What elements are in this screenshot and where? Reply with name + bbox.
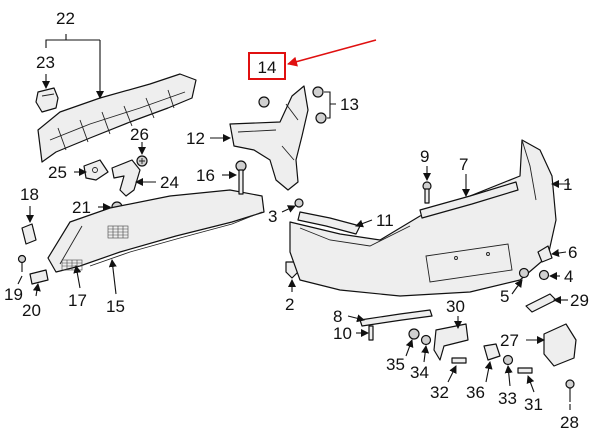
highlight-box bbox=[248, 52, 286, 80]
side-guide-bracket-part bbox=[229, 85, 309, 191]
callout-label-8[interactable]: 8 bbox=[333, 307, 342, 326]
clip-bracket-18-part bbox=[21, 223, 37, 245]
callout-label-15[interactable]: 15 bbox=[106, 297, 125, 316]
screw-3-part bbox=[294, 198, 304, 208]
highlighted-part-callout[interactable]: 14 bbox=[248, 39, 377, 80]
callout-label-5[interactable]: 5 bbox=[500, 287, 509, 306]
highlight-arrow bbox=[287, 39, 377, 67]
callout-label-24[interactable]: 24 bbox=[160, 173, 179, 192]
callout-label-21[interactable]: 21 bbox=[72, 198, 91, 217]
small-bracket-part bbox=[35, 87, 59, 113]
clip-6-part bbox=[537, 245, 553, 263]
bolt-31-part bbox=[517, 367, 533, 374]
callout-label-27[interactable]: 27 bbox=[500, 331, 519, 350]
callout-label-22[interactable]: 22 bbox=[56, 9, 75, 28]
callout-label-26[interactable]: 26 bbox=[130, 125, 149, 144]
callout-label-28[interactable]: 28 bbox=[560, 413, 579, 432]
callout-label-12[interactable]: 12 bbox=[186, 129, 205, 148]
callout-label-32[interactable]: 32 bbox=[430, 383, 449, 402]
push-pin-19-part bbox=[17, 254, 27, 272]
callout-label-11[interactable]: 11 bbox=[376, 211, 394, 230]
callout-label-36[interactable]: 36 bbox=[466, 383, 485, 402]
callout-label-14: 14 bbox=[258, 58, 277, 77]
nut-33-part bbox=[502, 354, 514, 366]
callout-label-9[interactable]: 9 bbox=[420, 147, 429, 166]
trim-strip-11-part bbox=[297, 211, 361, 235]
callout-label-7[interactable]: 7 bbox=[459, 155, 468, 174]
callout-label-30[interactable]: 30 bbox=[446, 297, 465, 316]
upper-trim-7-part bbox=[419, 181, 519, 219]
leader-lines bbox=[17, 34, 571, 410]
callout-label-10[interactable]: 10 bbox=[333, 324, 352, 343]
wire-clip-8-part bbox=[359, 309, 433, 327]
callout-label-25[interactable]: 25 bbox=[48, 163, 67, 182]
bolt-32-part bbox=[451, 357, 467, 364]
callout-label-13[interactable]: 13 bbox=[340, 95, 359, 114]
nut-13-part bbox=[312, 86, 327, 124]
callout-labels: 1 2 3 4 5 6 8 9 7 10 11 12 13 15 16 17 1… bbox=[4, 9, 589, 432]
nut-5-part bbox=[518, 267, 530, 279]
callout-label-31[interactable]: 31 bbox=[524, 395, 543, 414]
bolt-9-part bbox=[422, 181, 432, 204]
callout-label-19[interactable]: 19 bbox=[4, 285, 23, 304]
callout-label-3[interactable]: 3 bbox=[268, 207, 277, 226]
callout-label-2[interactable]: 2 bbox=[285, 295, 294, 314]
bolt-16-part bbox=[235, 160, 247, 195]
mounting-plate-part bbox=[83, 159, 109, 181]
sensor-36-part bbox=[483, 343, 501, 361]
callout-label-6[interactable]: 6 bbox=[568, 243, 577, 262]
bracket-30-part bbox=[433, 323, 469, 361]
callout-label-34[interactable]: 34 bbox=[410, 363, 429, 382]
reflector-29-part bbox=[525, 293, 557, 313]
screw-10-part bbox=[368, 325, 374, 341]
callout-label-4[interactable]: 4 bbox=[564, 267, 573, 286]
push-pin-28-part bbox=[565, 379, 575, 402]
callout-label-1[interactable]: 1 bbox=[563, 175, 572, 194]
callout-label-20[interactable]: 20 bbox=[22, 301, 41, 320]
impact-absorber-part bbox=[37, 73, 197, 163]
callout-label-17[interactable]: 17 bbox=[68, 291, 87, 310]
callout-label-23[interactable]: 23 bbox=[36, 53, 55, 72]
callout-label-35[interactable]: 35 bbox=[386, 355, 405, 374]
nut-4-part bbox=[538, 269, 550, 281]
callout-label-33[interactable]: 33 bbox=[498, 389, 517, 408]
grommet-34-part bbox=[420, 334, 432, 346]
grommet-35-part bbox=[408, 328, 420, 340]
bolt-26-part bbox=[136, 155, 148, 167]
clip-20-part bbox=[29, 269, 49, 285]
callout-label-29[interactable]: 29 bbox=[570, 291, 589, 310]
cover-cap-27-part bbox=[543, 323, 577, 367]
bracket-24-part bbox=[111, 159, 141, 197]
callout-label-18[interactable]: 18 bbox=[20, 185, 39, 204]
callout-label-16[interactable]: 16 bbox=[196, 166, 215, 185]
